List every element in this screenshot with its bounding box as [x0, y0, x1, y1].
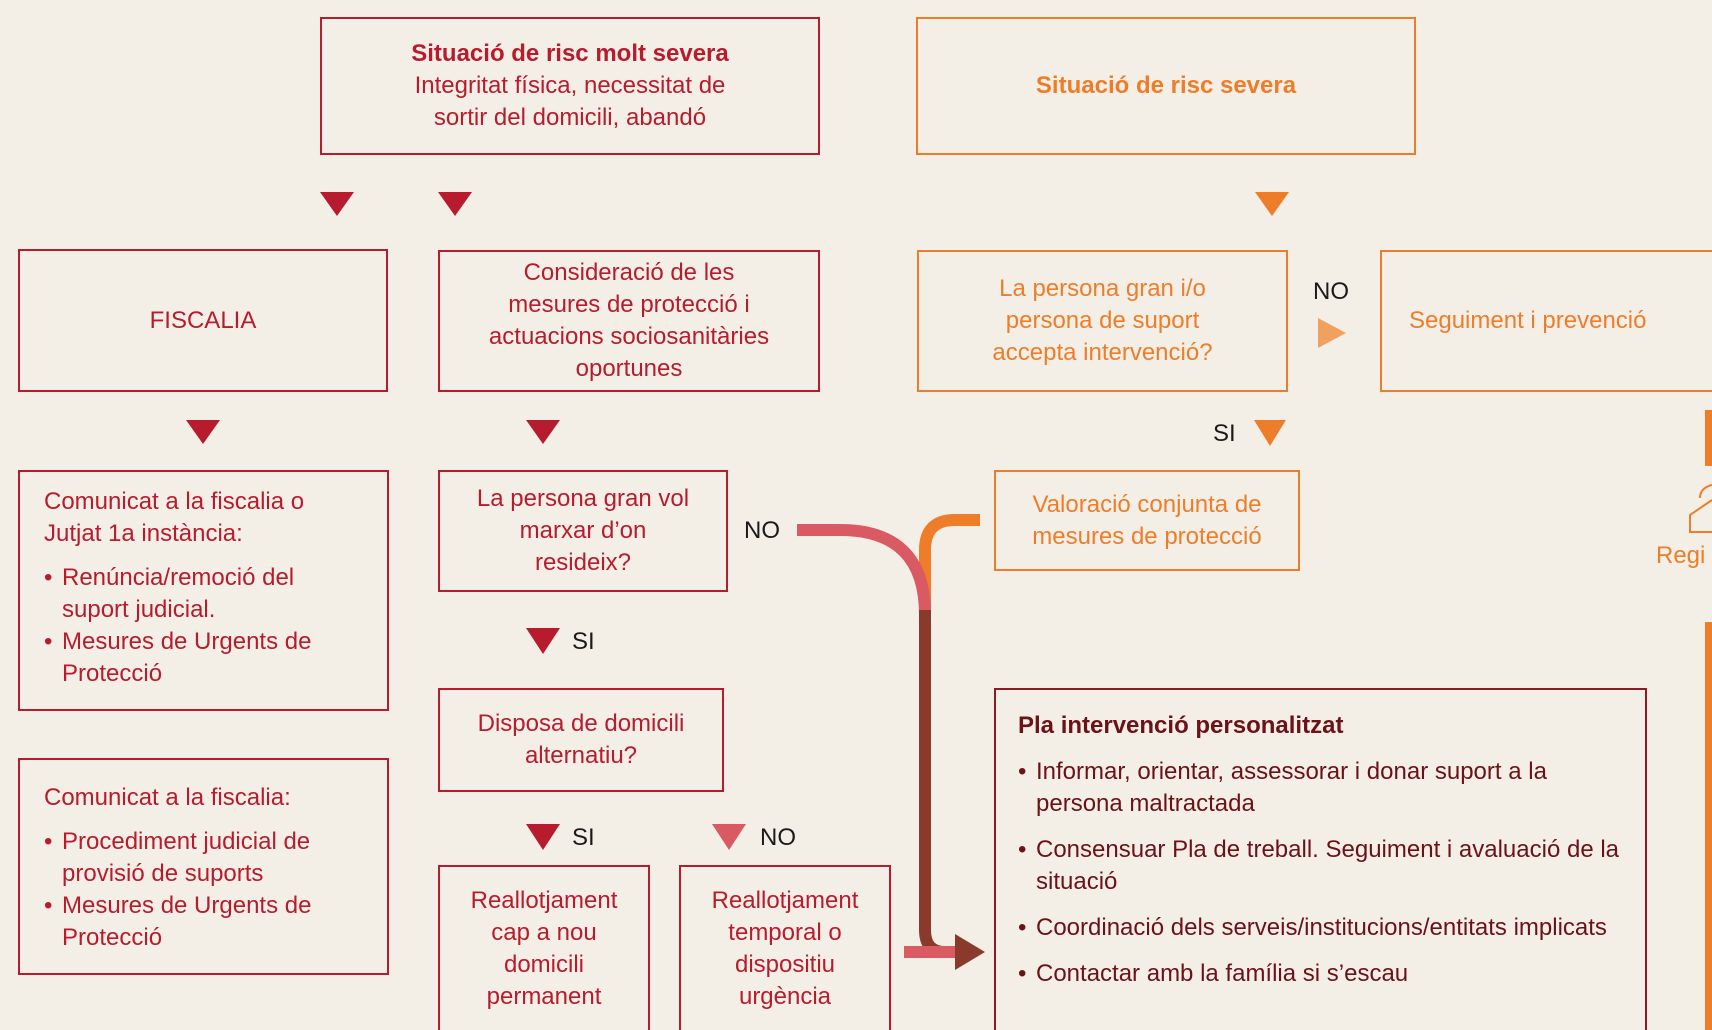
arrow-down-icon — [186, 420, 220, 444]
domicili-alt-box: Disposa de domicili alternatiu? — [438, 688, 724, 792]
comunicat-jutjat-title: Comunicat a la fiscalia o Jutjat 1a inst… — [44, 488, 305, 547]
reallotjament-temp-line4: urgència — [738, 982, 832, 1010]
arrow-down-icon — [1254, 420, 1286, 446]
consideracio-line4: oportunes — [575, 355, 683, 382]
no-label-accepta: NO — [1313, 278, 1349, 305]
accepta-line1: La persona gran i/o — [999, 275, 1206, 302]
list-item: Mesures de Urgents de Protecció — [44, 890, 365, 954]
severe-risk-title: Situació de risc severa — [1035, 72, 1297, 99]
reallotjament-temp-line2: temporal o — [728, 918, 842, 946]
comunicat-jutjat-list: Renúncia/remoció del suport judicial. Me… — [44, 562, 365, 690]
very-severe-risk-line2: sortir del domicili, abandó — [433, 104, 707, 131]
comunicat-jutjat-box: Comunicat a la fiscalia o Jutjat 1a inst… — [18, 470, 389, 711]
vol-marxar-line2: marxar d’on — [519, 517, 647, 544]
reallotjament-perm-line2: cap a nou — [491, 918, 597, 946]
side-bar-top — [1705, 410, 1712, 466]
red-connector — [797, 524, 931, 616]
vol-marxar-box: La persona gran vol marxar d’on resideix… — [438, 470, 728, 592]
comunicat-fiscalia-title: Comunicat a la fiscalia: — [44, 784, 291, 811]
very-severe-risk-box: Situació de risc molt severa Integritat … — [320, 17, 820, 155]
pla-list: Informar, orientar, assessorar i donar s… — [1018, 756, 1623, 990]
list-item: Mesures de Urgents de Protecció — [44, 626, 365, 690]
reallotjament-temp-line3: dispositiu — [734, 950, 836, 978]
valoracio-line2: mesures de protecció — [1032, 522, 1262, 550]
valoracio-box: Valoració conjunta de mesures de protecc… — [994, 470, 1300, 571]
list-item: Informar, orientar, assessorar i donar s… — [1018, 756, 1623, 820]
no-label-domicili: NO — [760, 824, 796, 851]
domicili-alt-line1: Disposa de domicili — [477, 710, 685, 737]
si-label-domicili: SI — [572, 824, 595, 851]
reallotjament-perm-line4: permanent — [486, 982, 602, 1010]
orange-connector — [919, 514, 980, 620]
list-item: Procediment judicial de provisió de supo… — [44, 826, 365, 890]
pla-box: Pla intervenció personalitzat Informar, … — [994, 688, 1647, 1030]
side-partial-label: Regi — [1656, 542, 1706, 569]
consideracio-line1: Consideració de les — [523, 259, 735, 286]
arrow-right-icon — [955, 934, 985, 970]
consideracio-line2: mesures de protecció i — [508, 291, 750, 318]
seguiment-box: Seguiment i prevenció — [1380, 250, 1712, 392]
severe-risk-box: Situació de risc severa — [916, 17, 1416, 155]
arrow-down-icon — [526, 628, 560, 654]
pla-title: Pla intervenció personalitzat — [1018, 712, 1344, 739]
comunicat-fiscalia-list: Procediment judicial de provisió de supo… — [44, 826, 365, 954]
arrow-down-icon — [438, 192, 472, 216]
list-item: Renúncia/remoció del suport judicial. — [44, 562, 365, 626]
list-item: Contactar amb la família si s’escau — [1018, 958, 1623, 990]
list-item: Coordinació dels serveis/institucions/en… — [1018, 912, 1623, 944]
seguiment-label: Seguiment i prevenció — [1409, 307, 1647, 334]
reallotjament-perm-line3: domicili — [503, 950, 584, 978]
vol-marxar-line3: resideix? — [534, 549, 632, 576]
reallotjament-perm-box: Reallotjament cap a nou domicili permane… — [438, 865, 650, 1030]
si-label-marxar: SI — [572, 628, 595, 655]
very-severe-risk-title: Situació de risc molt severa — [411, 40, 729, 67]
reallotjament-perm-line1: Reallotjament — [470, 886, 618, 914]
arrow-down-icon — [712, 824, 746, 850]
accepta-line2: persona de suport — [1005, 307, 1200, 334]
reallotjament-temp-box: Reallotjament temporal o dispositiu urgè… — [679, 865, 891, 1030]
brown-connector — [919, 610, 965, 958]
fiscalia-box: FISCALIA — [18, 249, 388, 392]
reallotjament-temp-line1: Reallotjament — [711, 886, 859, 914]
consideracio-line3: actuacions sociosanitàries — [488, 323, 770, 350]
valoracio-line1: Valoració conjunta de — [1032, 490, 1262, 518]
arrow-down-icon — [526, 824, 560, 850]
accepta-box: La persona gran i/o persona de suport ac… — [917, 250, 1288, 392]
side-bar-bottom — [1705, 622, 1712, 1030]
si-label-accepta: SI — [1213, 420, 1236, 447]
domicili-alt-line2: alternatiu? — [524, 742, 638, 769]
fiscalia-label: FISCALIA — [149, 306, 257, 334]
very-severe-risk-line1: Integritat física, necessitat de — [414, 72, 726, 99]
arrow-down-icon — [526, 420, 560, 444]
consideracio-box: Consideració de les mesures de protecció… — [438, 250, 820, 392]
arrow-down-icon — [1255, 192, 1289, 216]
no-label-marxar: NO — [744, 517, 780, 544]
arrow-right-icon — [1318, 318, 1346, 348]
vol-marxar-line1: La persona gran vol — [476, 485, 690, 512]
comunicat-fiscalia-box: Comunicat a la fiscalia: Procediment jud… — [18, 758, 389, 975]
accepta-line3: accepta intervenció? — [992, 339, 1213, 366]
envelope-icon — [1689, 484, 1712, 533]
list-item: Consensuar Pla de treball. Seguiment i a… — [1018, 834, 1623, 898]
arrow-down-icon — [320, 192, 354, 216]
